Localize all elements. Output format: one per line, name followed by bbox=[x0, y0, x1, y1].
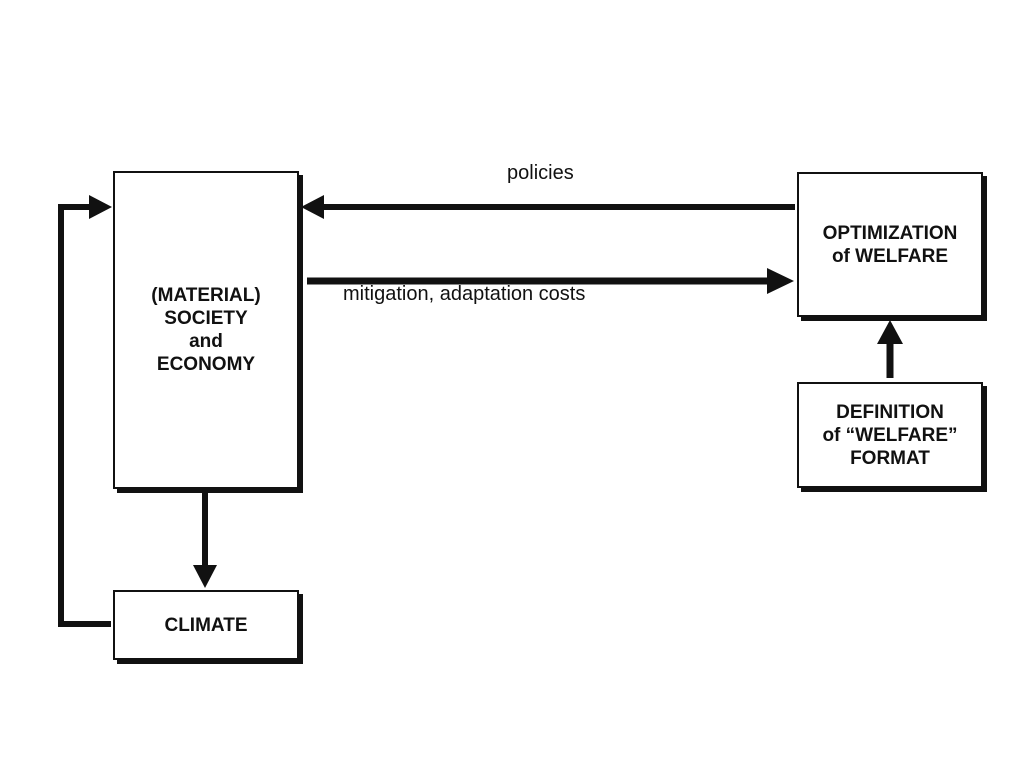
society-economy-box: (MATERIAL) SOCIETY and ECONOMY bbox=[113, 171, 299, 489]
climate-feedback-arrowhead bbox=[89, 195, 112, 219]
climate-label: CLIMATE bbox=[164, 614, 248, 636]
climate-feedback-line bbox=[58, 204, 111, 627]
policies-arrowhead bbox=[301, 195, 324, 219]
policies-edge-label: policies bbox=[507, 162, 574, 184]
society-economy-label: (MATERIAL) SOCIETY and ECONOMY bbox=[151, 285, 261, 375]
climate-box: CLIMATE bbox=[113, 590, 299, 660]
welfare-definition-box: DEFINITION of “WELFARE” FORMAT bbox=[797, 382, 983, 488]
welfare-definition-label: DEFINITION of “WELFARE” FORMAT bbox=[822, 401, 958, 469]
costs-edge-label: mitigation, adaptation costs bbox=[343, 283, 586, 305]
society-to-climate-arrowhead bbox=[193, 565, 217, 588]
optimization-welfare-label: OPTIMIZATION of WELFARE bbox=[822, 222, 958, 267]
definition-to-optimization-arrowhead bbox=[877, 320, 903, 344]
costs-arrowhead bbox=[767, 268, 794, 294]
optimization-welfare-box: OPTIMIZATION of WELFARE bbox=[797, 172, 983, 317]
